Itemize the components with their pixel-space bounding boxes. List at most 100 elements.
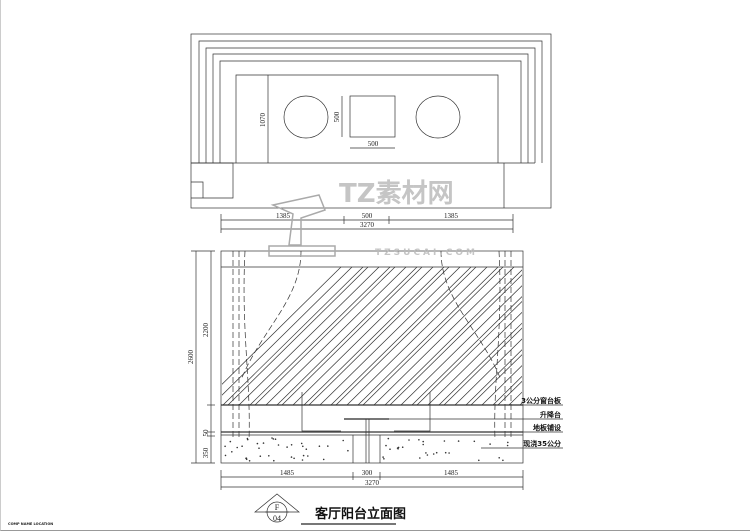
plan-dim-total: 3270 <box>360 221 375 229</box>
hatch-line <box>536 267 676 405</box>
concrete-dot <box>274 438 277 441</box>
hatch-line <box>563 267 703 405</box>
hatch-line <box>682 267 750 405</box>
annotation-slab: 现浇35公分 <box>523 439 561 448</box>
hatch-line <box>508 391 522 405</box>
hatch-line <box>411 296 522 405</box>
section-symbol <box>254 493 396 525</box>
section-symbol-bottom: 04 <box>273 514 281 523</box>
hatch-line <box>574 267 714 405</box>
hatch-line <box>606 267 746 405</box>
hatch-line <box>552 267 692 405</box>
concrete-dot <box>457 440 460 442</box>
hatch-line <box>519 402 522 405</box>
concrete-dot <box>387 437 390 440</box>
hatch-line <box>227 267 369 405</box>
concrete-dot <box>342 439 345 442</box>
hatch-line <box>736 267 750 405</box>
concrete-dot <box>318 445 321 448</box>
concrete-dot <box>426 454 429 456</box>
concrete-dot <box>272 438 275 440</box>
concrete-dot <box>262 442 265 444</box>
watermark-url: TZSUCAI.COM <box>375 248 478 258</box>
elev-dim-center: 300 <box>362 469 373 477</box>
concrete-dot <box>286 446 288 448</box>
elev-dim-total: 3270 <box>365 479 380 487</box>
concrete-dot <box>385 444 387 447</box>
concrete-dot <box>448 452 450 454</box>
hatch-line <box>346 267 488 405</box>
concrete-dot <box>302 445 304 448</box>
concrete-dot <box>229 440 232 443</box>
concrete-dot <box>258 447 260 450</box>
annotation-floor: 地板铺设 <box>533 423 562 432</box>
concrete-dot <box>305 448 308 451</box>
hatch-line <box>617 267 750 405</box>
hatch-line <box>481 365 522 405</box>
concrete-dot <box>293 457 295 460</box>
hatch-line <box>470 354 522 405</box>
hatch-line <box>249 267 391 405</box>
hatch-line <box>281 267 423 405</box>
drawing-title: 客厅阳台立面图 <box>315 506 406 522</box>
hatch-line <box>319 267 461 405</box>
concrete-dot <box>473 440 476 443</box>
concrete-dot <box>419 457 421 459</box>
concrete-dots <box>224 437 509 462</box>
hatch-line <box>525 267 665 405</box>
hatch-line <box>725 267 750 405</box>
hatch-line <box>276 267 418 405</box>
plan-square-width-dim: 500 <box>368 140 379 148</box>
hatch-line <box>547 267 687 405</box>
plan-view <box>190 33 552 233</box>
concrete-dot <box>382 456 384 458</box>
concrete-dot <box>435 451 438 454</box>
concrete-dot <box>290 456 293 458</box>
section-symbol-top: F <box>275 503 280 512</box>
concrete-dot <box>224 445 226 448</box>
concrete-dot <box>443 440 446 442</box>
concrete-dot <box>432 453 435 455</box>
concrete-dot <box>408 439 410 441</box>
hatch-line <box>601 267 741 405</box>
hatch-line <box>400 285 522 405</box>
concrete-dot <box>389 448 391 451</box>
concrete-dot <box>307 455 309 457</box>
plan-dim-center: 500 <box>362 212 373 220</box>
hatch-line <box>292 267 434 405</box>
watermark-brand: TZ素材网 <box>339 179 454 209</box>
hatch-line <box>465 349 522 405</box>
hatch-line <box>384 269 522 405</box>
hatch-line <box>687 267 750 405</box>
corner-text: COMP NAME LOCATION <box>8 522 53 526</box>
annotation-lift: 升降台 <box>540 410 561 419</box>
elev-dim-slab: 350 <box>202 447 210 458</box>
concrete-dot <box>507 441 509 444</box>
elev-dim-floor: 50 <box>202 429 210 437</box>
hatch-line <box>373 267 515 405</box>
hatch-line <box>497 380 522 405</box>
hatch-line <box>714 267 750 405</box>
concrete-dot <box>273 459 275 462</box>
concrete-dot <box>301 459 304 461</box>
elev-dim-total-height: 2600 <box>187 350 195 365</box>
concrete-dot <box>397 448 399 450</box>
hatch-line <box>222 267 364 405</box>
hatch-line <box>443 327 522 405</box>
hatch-line <box>265 267 407 405</box>
concrete-dot <box>268 455 270 457</box>
concrete-dot <box>506 444 509 447</box>
elev-dim-left: 1485 <box>280 469 295 477</box>
concrete-dot <box>241 445 243 448</box>
hatch-line <box>308 267 450 405</box>
concrete-dot <box>271 437 273 439</box>
hatch-line <box>628 267 750 405</box>
hatch-line <box>709 267 750 405</box>
hatch-line <box>303 267 445 405</box>
hatch-line <box>590 267 730 405</box>
hatch-line <box>633 267 750 405</box>
hatch-line <box>454 338 522 405</box>
hatch-line <box>416 301 522 405</box>
concrete-dot <box>256 442 259 445</box>
